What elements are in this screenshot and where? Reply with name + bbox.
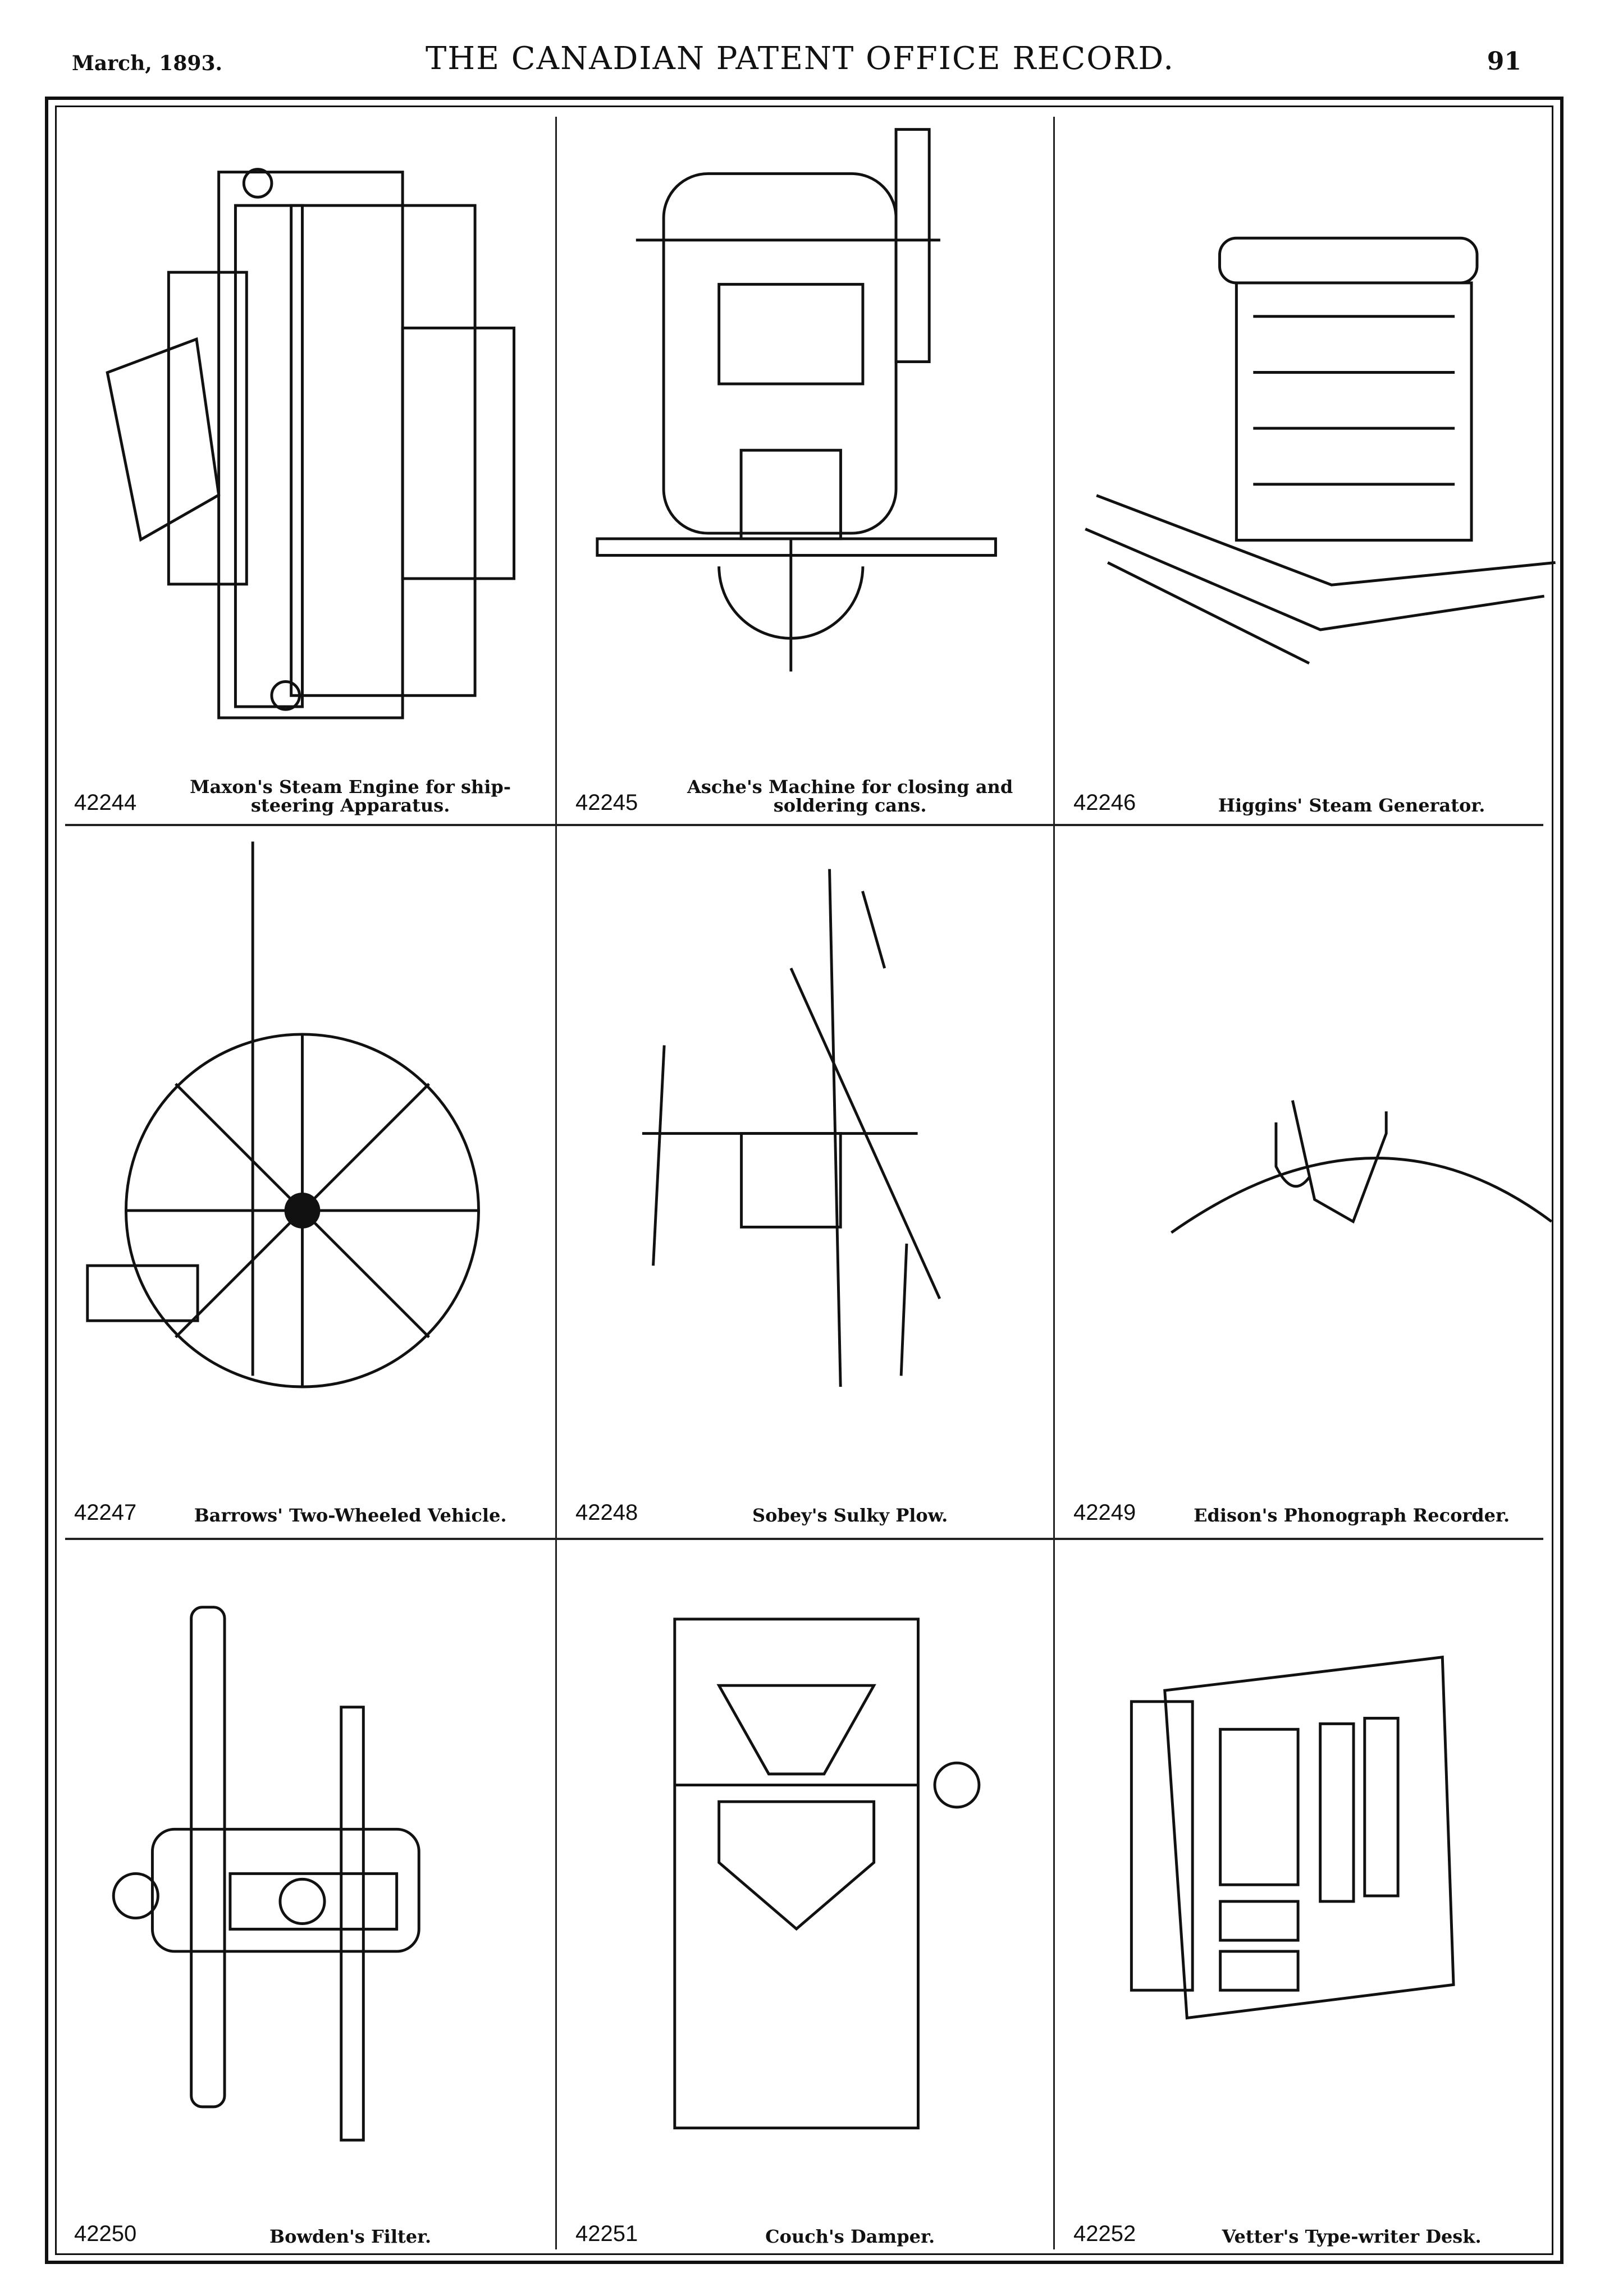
patent-cell-42246: 42246 Higgins' Steam Generator. bbox=[1051, 104, 1556, 828]
patent-title: Edison's Phonograph Recorder. bbox=[1194, 1505, 1510, 1527]
patent-cell-42252: 42252 Vetter's Type-writer Desk. bbox=[1051, 1541, 1556, 2259]
patent-caption: 42248 Sobey's Sulky Plow. bbox=[575, 1500, 1040, 1525]
patent-caption: 42246 Higgins' Steam Generator. bbox=[1073, 790, 1545, 815]
patent-title: Bowden's Filter. bbox=[269, 2226, 432, 2248]
publication-title: THE CANADIAN PATENT OFFICE RECORD. bbox=[425, 40, 1175, 77]
patent-cell-42251: 42251 Couch's Damper. bbox=[553, 1541, 1051, 2259]
steam-engine-drawing-icon bbox=[106, 168, 516, 719]
can-machine-drawing-icon bbox=[596, 128, 997, 672]
plow-drawing-icon bbox=[642, 869, 941, 1387]
page-number: 91 bbox=[1487, 47, 1521, 76]
patent-cell-42247: 42247 Barrows' Two-Wheeled Vehicle. bbox=[52, 825, 553, 1538]
damper-drawing-icon bbox=[673, 1617, 981, 2130]
patent-number: 42249 bbox=[1073, 1500, 1136, 1525]
patent-caption: 42247 Barrows' Two-Wheeled Vehicle. bbox=[74, 1500, 542, 1525]
patent-caption: 42244 Maxon's Steam Engine for ship-steer… bbox=[74, 776, 542, 817]
column-divider bbox=[1053, 117, 1055, 2249]
patent-caption: 42251 Couch's Damper. bbox=[575, 2221, 1040, 2247]
patent-title: Asche's Machine for closing and solderin… bbox=[687, 776, 1013, 817]
patent-number: 42247 bbox=[74, 1500, 137, 1525]
patent-title: Maxon's Steam Engine for ship-steering A… bbox=[190, 776, 511, 817]
patent-caption: 42250 Bowden's Filter. bbox=[74, 2221, 542, 2247]
column-divider bbox=[555, 117, 557, 2249]
row-divider bbox=[65, 1538, 1543, 1540]
patent-title: Couch's Damper. bbox=[765, 2226, 935, 2248]
vehicle-drawing-icon bbox=[86, 841, 480, 1388]
patent-grid bbox=[45, 97, 1564, 2264]
patent-cell-42250: 42250 Bowden's Filter. bbox=[52, 1541, 553, 2259]
row-divider bbox=[65, 824, 1543, 826]
patent-cell-42249: 42249 Edison's Phonograph Recorder. bbox=[1051, 825, 1556, 1538]
patent-cell-42245: 42245 Asche's Machine for closing and sol… bbox=[553, 104, 1051, 828]
filter-drawing-icon bbox=[112, 1606, 420, 2142]
patent-number: 42252 bbox=[1073, 2221, 1136, 2246]
patent-number: 42250 bbox=[74, 2221, 137, 2246]
patent-caption: 42252 Vetter's Type-writer Desk. bbox=[1073, 2221, 1545, 2247]
patent-number: 42248 bbox=[575, 1500, 638, 1525]
steam-generator-drawing-icon bbox=[1085, 236, 1556, 665]
issue-date: March, 1893. bbox=[72, 52, 223, 75]
patent-cell-42248: 42248 Sobey's Sulky Plow. bbox=[553, 825, 1051, 1538]
patent-number: 42244 bbox=[74, 790, 137, 815]
patent-title: Sobey's Sulky Plow. bbox=[752, 1505, 948, 1527]
patent-number: 42251 bbox=[575, 2221, 638, 2246]
patent-caption: 42245 Asche's Machine for closing and sol… bbox=[575, 776, 1040, 817]
patent-caption: 42249 Edison's Phonograph Recorder. bbox=[1073, 1500, 1545, 1525]
patent-title: Barrows' Two-Wheeled Vehicle. bbox=[194, 1505, 507, 1527]
phonograph-drawing-icon bbox=[1171, 1100, 1553, 1234]
patent-number: 42245 bbox=[575, 790, 638, 815]
patent-cell-42244: 42244 Maxon's Steam Engine for ship-steer… bbox=[52, 104, 553, 828]
desk-drawing-icon bbox=[1130, 1655, 1455, 2020]
patent-title: Vetter's Type-writer Desk. bbox=[1222, 2226, 1482, 2248]
patent-number: 42246 bbox=[1073, 790, 1136, 815]
patent-title: Higgins' Steam Generator. bbox=[1218, 795, 1485, 817]
